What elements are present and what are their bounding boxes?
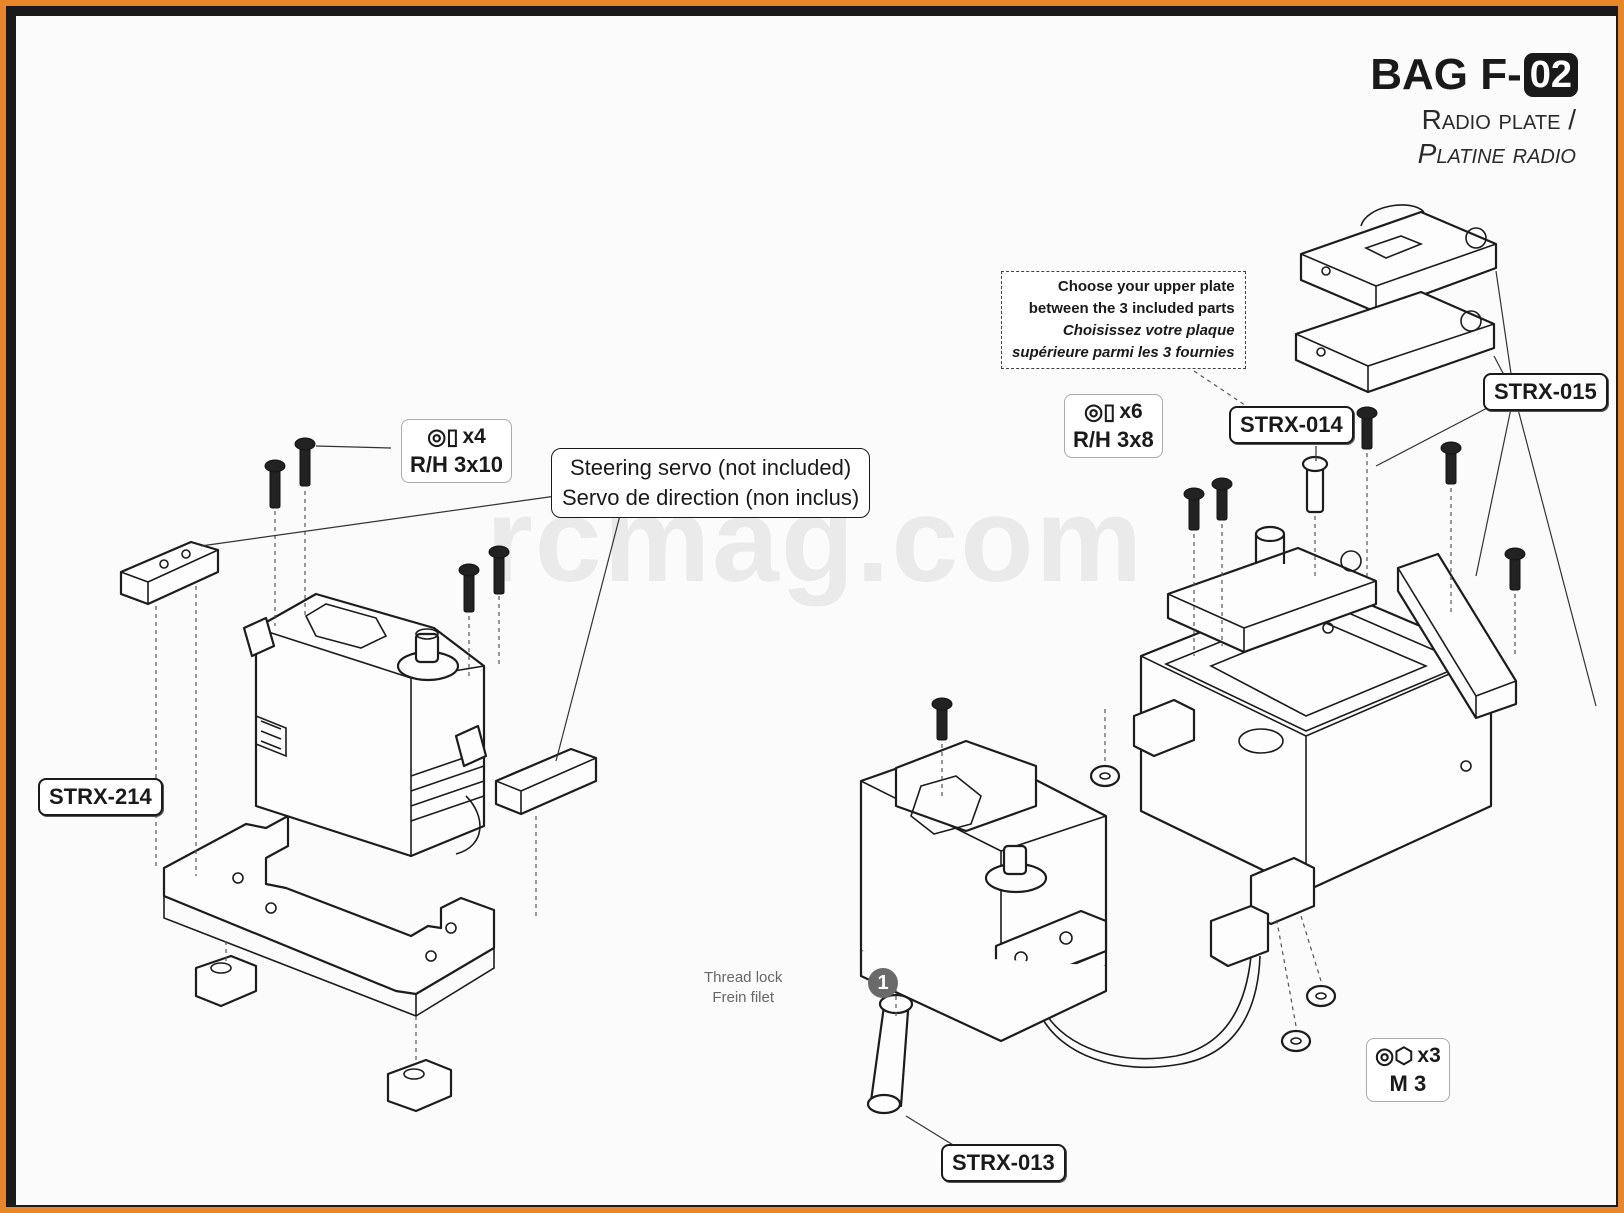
thread-lock-fr: Frein filet	[712, 989, 775, 1006]
upper-plate-note: Choose your upper plate between the 3 in…	[1001, 271, 1246, 369]
receiver-box	[1132, 582, 1493, 968]
hardware-m3-nut: ◎⬡ x3 M 3	[1366, 1038, 1450, 1102]
bag-number-badge: 02	[1523, 53, 1578, 97]
hardware-rh-3x10: ◎▯ x4 R/H 3x10	[401, 419, 512, 483]
servo-spacer-right	[494, 747, 598, 816]
note-line-1: Choose your upper plate	[1057, 278, 1235, 295]
servo-bracket-strx-013	[859, 951, 1108, 1043]
washer-screw-icon: ◎▯	[427, 424, 459, 449]
bag-prefix: BAG F-	[1370, 50, 1522, 99]
note-line-2: between the 3 included parts	[1028, 300, 1235, 317]
steering-servo-callout: Steering servo (not included) Servo de d…	[551, 448, 871, 518]
servo-mount-post-front	[194, 954, 258, 1008]
nut-icon: ◎⬡	[1375, 1043, 1414, 1068]
hardware-spec: R/H 3x10	[410, 452, 503, 477]
exploded-assembly-drawing	[119, 204, 1597, 1157]
hardware-spec: M 3	[1389, 1071, 1427, 1096]
upper-plate-option-b	[1294, 290, 1496, 394]
steering-servo	[242, 592, 488, 858]
thread-lock-en: Thread lock	[704, 969, 783, 986]
receiver-servo	[859, 739, 1261, 1068]
thread-lock-label: Thread lock Frein filet	[704, 968, 782, 1008]
nuts-m3	[1089, 764, 1337, 1053]
washer-screw-icon: ◎▯	[1084, 399, 1116, 424]
screws-rh-3x8	[1183, 406, 1526, 591]
note-line-3: Choisissez votre plaque	[1062, 322, 1235, 339]
subtitle-french: Platine radio	[1417, 138, 1576, 169]
instruction-page: rcmag.com	[16, 16, 1616, 1205]
hardware-rh-3x8: ◎▯ x6 R/H 3x8	[1064, 394, 1163, 458]
standoff-strx-013	[866, 993, 914, 1115]
hardware-qty: x6	[1119, 400, 1143, 423]
bag-title: BAG F-02	[1370, 50, 1578, 100]
upper-plate-option-a	[1299, 204, 1498, 314]
screw-center	[931, 697, 953, 741]
post-strx-014	[1301, 455, 1329, 514]
note-line-4: supérieure parmi les 3 fournies	[1012, 344, 1235, 361]
subtitle-english: Radio plate /	[1421, 104, 1576, 135]
part-tag-strx-214: STRX-214	[38, 778, 163, 816]
part-tag-strx-013: STRX-013	[941, 1144, 1066, 1182]
part-tag-strx-015: STRX-015	[1483, 373, 1608, 411]
screws-rh-3x10	[264, 437, 510, 613]
steering-servo-label-en: Steering servo (not included)	[569, 455, 852, 480]
servo-spacer-left	[119, 540, 220, 606]
upper-plate-option-c	[1166, 525, 1378, 654]
servo-mount-post-rear	[386, 1058, 453, 1113]
hardware-spec: R/H 3x8	[1073, 427, 1154, 452]
side-plate-strx-015	[1396, 552, 1518, 720]
thread-lock-step-badge: 1	[868, 968, 898, 998]
hardware-qty: x4	[462, 425, 486, 448]
part-tag-strx-014: STRX-014	[1229, 406, 1354, 444]
steering-servo-label-fr: Servo de direction (non inclus)	[562, 485, 860, 510]
hardware-qty: x3	[1417, 1044, 1441, 1067]
